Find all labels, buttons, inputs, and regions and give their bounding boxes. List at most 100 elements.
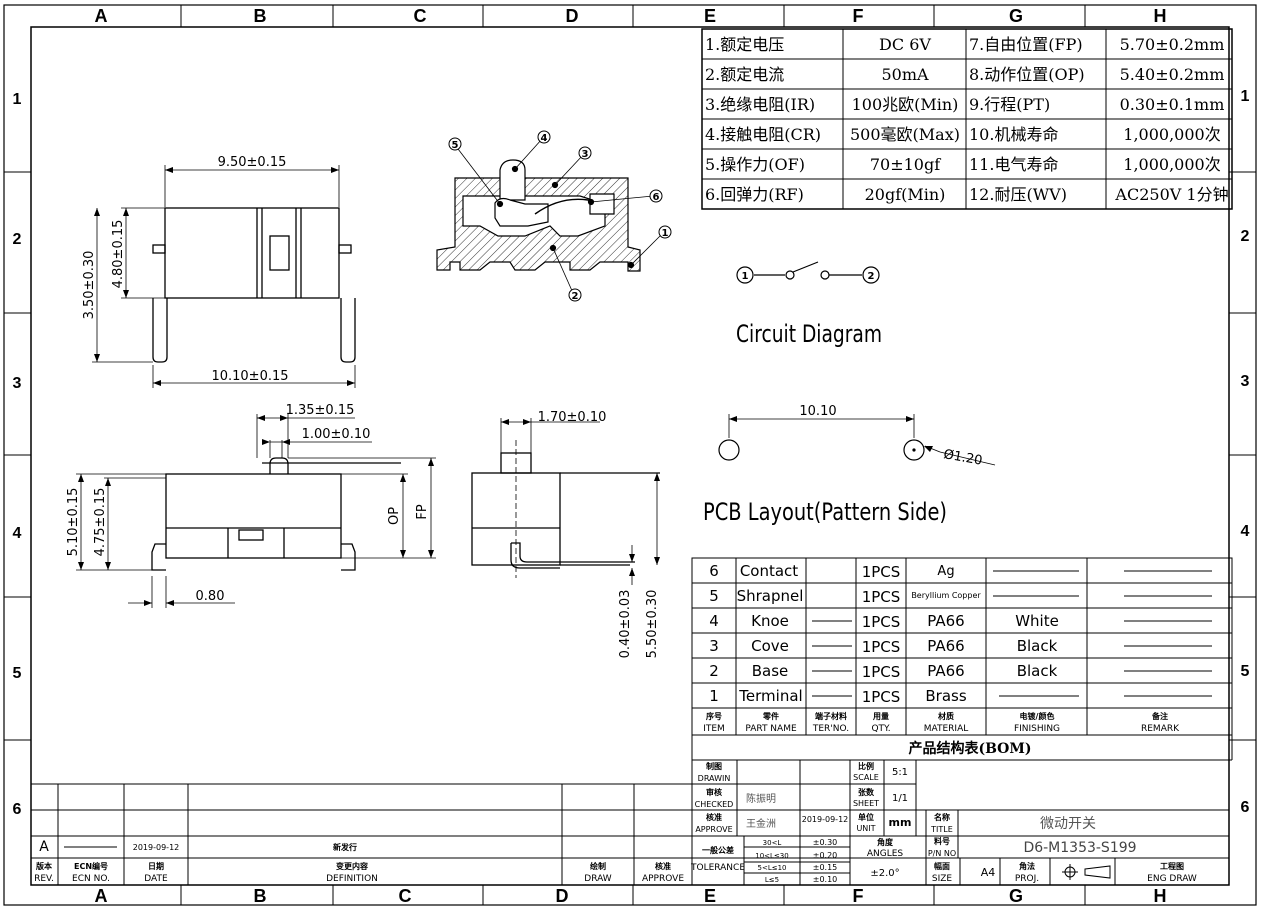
pcb-hole: Ø1.20: [942, 447, 983, 469]
tb-angles-val: ±2.0°: [870, 868, 899, 879]
bom-row-2-no: 2: [709, 662, 719, 680]
bom-header-material-cn: 材质: [938, 711, 954, 721]
bom-row-2-finish: Black: [1017, 662, 1058, 680]
bom-header-item-cn: 序号: [706, 711, 722, 721]
tb-scale-en: SCALE: [853, 773, 879, 782]
pcb-span: 10.10: [799, 404, 836, 419]
col-label-a-top: A: [95, 6, 108, 26]
front-view: [76, 414, 436, 608]
circuit-diagram: [736, 261, 880, 284]
bom-row-3-part: Cove: [751, 637, 789, 655]
tb-rev-date: 2019-09-12: [133, 843, 180, 852]
tb-tol-range-1: 30<L: [763, 839, 782, 847]
bom-row-1-material: Brass: [925, 687, 966, 705]
tb-rev-cn: 版本: [35, 861, 52, 871]
dim-170: 1.70±0.10: [538, 410, 607, 425]
tb-eng-cn: 工程图: [1160, 861, 1184, 871]
bom-header-part-en: PART NAME: [745, 724, 797, 734]
dim-550: 5.50±0.30: [645, 590, 660, 659]
tb-sheet-en: SHEET: [853, 799, 879, 808]
tb-checked-en: CHECKED: [695, 800, 734, 809]
tb-pn-val: D6-M1353-S199: [1023, 840, 1136, 856]
side-view: [471, 418, 660, 585]
tb-appr-en: APPROVE: [642, 874, 684, 884]
bom-row-3-qty: 1PCS: [862, 638, 901, 656]
tb-scale-val: 5:1: [892, 767, 908, 778]
tb-draw-en: DRAW: [584, 874, 611, 884]
row-label-6-left: 6: [13, 801, 22, 818]
tb-eng-en: ENG DRAW: [1147, 874, 1197, 884]
spec-label-4: 4.接触电阻(CR): [705, 125, 821, 144]
row-label-2-right: 2: [1241, 228, 1250, 245]
tb-tol-range-2: 10<L≤30: [755, 852, 788, 860]
tb-ecn-en: ECN NO.: [72, 874, 110, 884]
col-label-f-top: F: [853, 6, 864, 26]
spec-value-9: 0.30±0.1mm: [1120, 95, 1225, 114]
dim-080: 0.80: [196, 589, 225, 604]
spec-label-8: 8.动作位置(OP): [969, 65, 1085, 84]
bom-row-4-finish: White: [1015, 612, 1059, 630]
tb-approve-date: 2019-09-12: [802, 815, 849, 824]
dim-fp: FP: [415, 504, 430, 519]
tb-def-en: DEFINITION: [326, 874, 378, 884]
callout-4: 4: [541, 133, 548, 144]
tb-pn-cn: 料号: [934, 836, 950, 846]
col-label-b-bottom: B: [254, 886, 267, 906]
row-label-2-left: 2: [13, 231, 22, 248]
tb-sheet-val: 1/1: [892, 793, 908, 804]
tb-size-cn: 幅面: [934, 861, 950, 871]
row-label-5-right: 5: [1241, 663, 1250, 680]
bom-header-qty-cn: 用量: [872, 711, 889, 721]
dim-top-h2: 4.80±0.15: [111, 220, 126, 289]
spec-label-6: 6.回弹力(RF): [705, 185, 804, 204]
spec-label-10: 10.机械寿命: [969, 125, 1058, 144]
col-label-e-top: E: [704, 6, 716, 26]
spec-value-7: 5.70±0.2mm: [1120, 35, 1225, 54]
bom-row-4-part: Knoe: [751, 612, 789, 630]
col-label-d-bottom: D: [556, 886, 569, 906]
col-label-g-top: G: [1009, 6, 1023, 26]
tb-checked-name: 陈振明: [746, 792, 776, 805]
tb-title-val: 微动开关: [1040, 816, 1096, 832]
bom-row-5-part: Shrapnel: [737, 587, 804, 605]
col-label-d-top: D: [566, 6, 579, 26]
spec-value-6: 20gf(Min): [865, 185, 946, 204]
bom-row-3-material: PA66: [927, 637, 964, 655]
bom-row-3-no: 3: [709, 637, 719, 655]
tb-approve-cn: 核准: [706, 812, 722, 822]
tb-unit-en: UNIT: [856, 824, 875, 833]
callout-2: 2: [572, 291, 579, 302]
col-label-b-top: B: [254, 6, 267, 26]
bom-row-2-part: Base: [752, 662, 789, 680]
bom-header-ter-en: TER'NO.: [812, 724, 849, 734]
callout-1: 1: [662, 228, 669, 239]
row-label-6-right: 6: [1241, 799, 1250, 816]
spec-label-9: 9.行程(PT): [969, 95, 1050, 114]
spec-label-3: 3.绝缘电阻(IR): [705, 95, 815, 114]
tb-angles-cn: 角度: [877, 837, 894, 847]
tb-scale-cn: 比例: [858, 761, 874, 771]
tb-approve-en: APPROVE: [695, 825, 732, 834]
dim-top-width: 9.50±0.15: [218, 155, 287, 170]
spec-value-4: 500毫欧(Max): [850, 125, 960, 144]
col-label-a-bottom: A: [95, 886, 108, 906]
tb-tol-en: TOLERANCE: [690, 863, 745, 873]
spec-value-12: AC250V 1分钟: [1114, 185, 1228, 204]
bom-row-6-qty: 1PCS: [862, 563, 901, 581]
tb-tol-val-1: ±0.30: [813, 838, 838, 847]
bom-header-item-en: ITEM: [703, 724, 725, 734]
dim-100: 1.00±0.10: [302, 427, 371, 442]
spec-value-2: 50mA: [881, 65, 929, 84]
bom-header-finish-en: FINISHING: [1014, 724, 1060, 734]
bom-title: 产品结构表(BOM): [908, 740, 1031, 757]
callout-6: 6: [653, 192, 660, 203]
spec-value-10: 1,000,000次: [1123, 125, 1220, 144]
dim-475: 4.75±0.15: [93, 488, 108, 557]
pcb-layout: [718, 414, 996, 466]
spec-table: 1.额定电压 DC 6V 7.自由位置(FP) 5.70±0.2mm 2.额定电…: [701, 28, 1233, 210]
row-label-3-right: 3: [1241, 373, 1250, 390]
tb-tol-val-4: ±0.10: [813, 875, 838, 884]
tb-unit-cn: 单位: [858, 812, 874, 822]
bom-header-part-cn: 零件: [762, 711, 779, 721]
